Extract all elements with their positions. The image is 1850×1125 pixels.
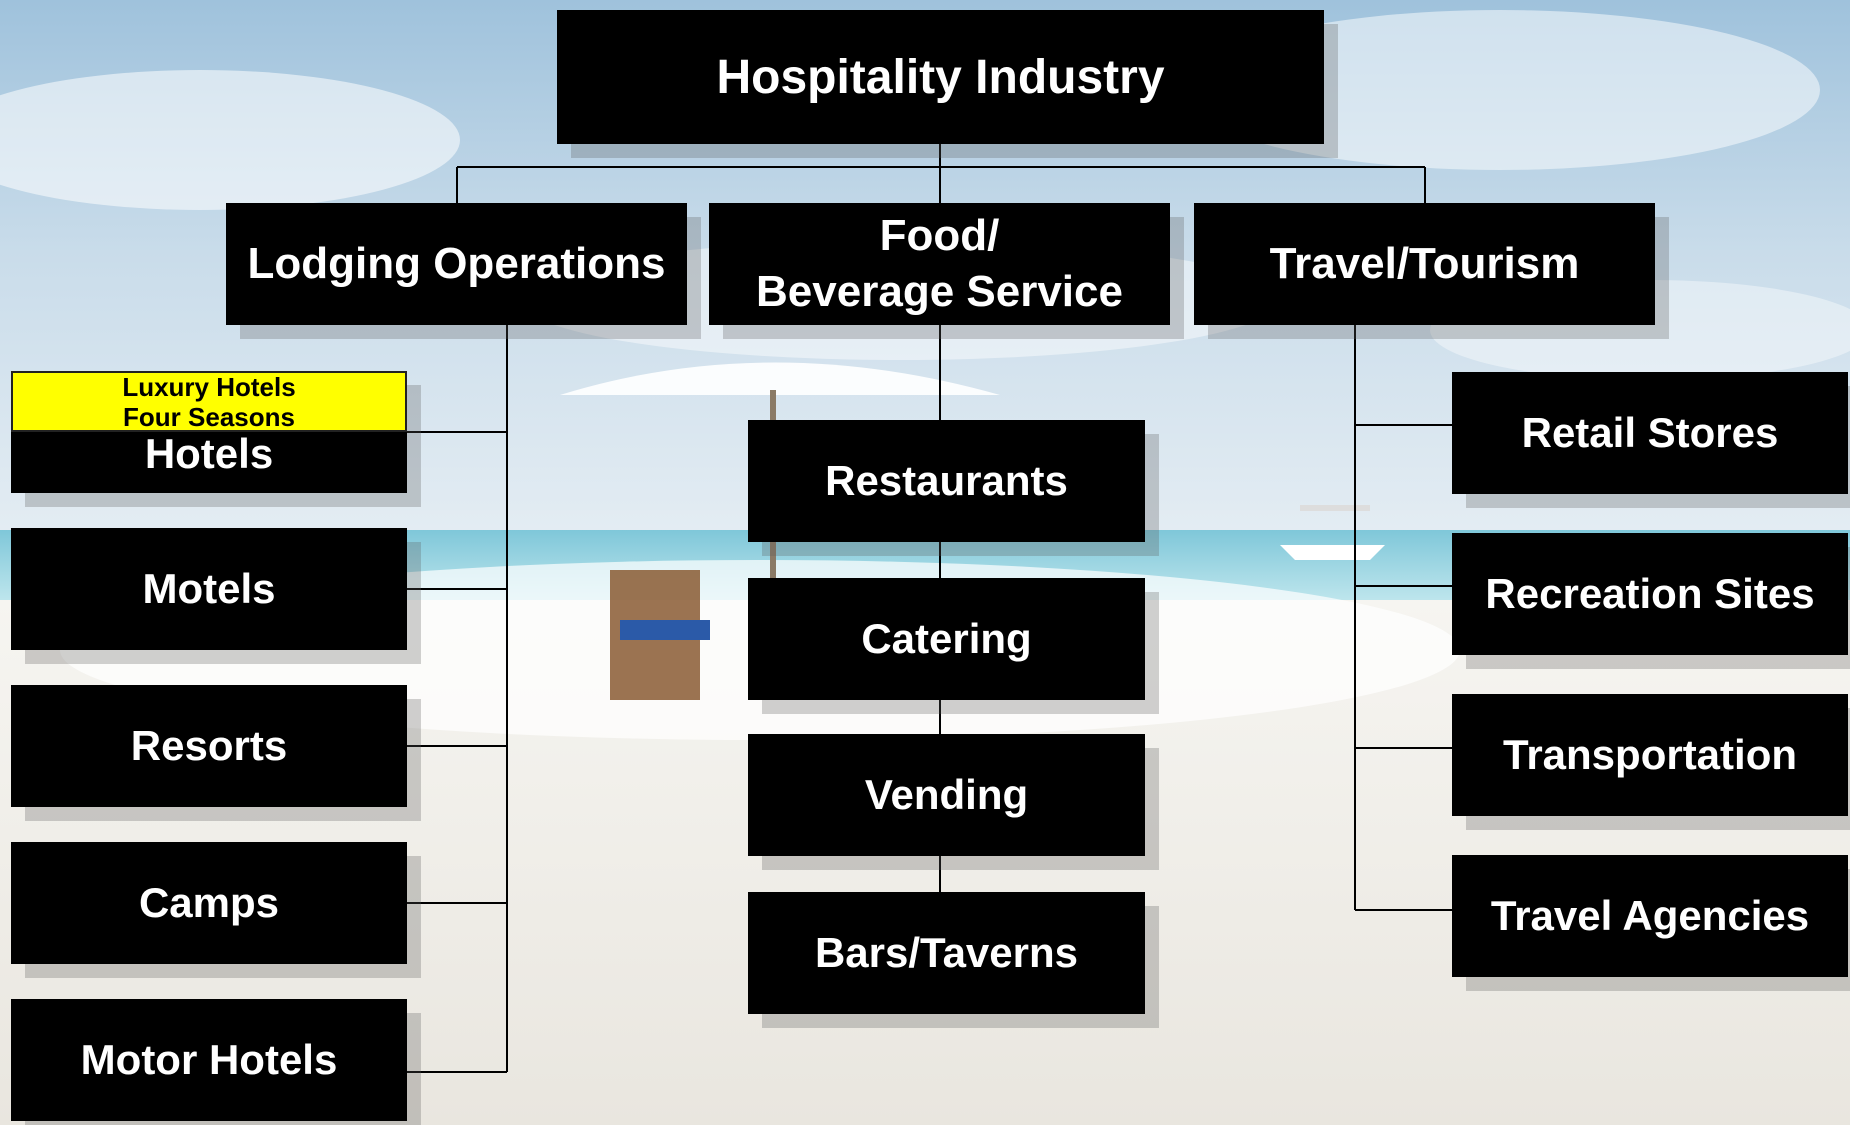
food-label-restaurants: Restaurants <box>825 457 1068 504</box>
travel-node-retail-stores: Retail Stores <box>1452 372 1848 494</box>
food-node-bars-taverns: Bars/Taverns <box>748 892 1145 1014</box>
category-travel-tourism: Travel/Tourism <box>1194 203 1655 325</box>
category-lodging-label: Lodging Operations <box>247 239 666 288</box>
category-food-beverage: Food/ Beverage Service <box>709 203 1170 325</box>
lodging-node-motor-hotels: Motor Hotels <box>11 999 407 1121</box>
category-food-label-line2: Beverage Service <box>756 267 1123 316</box>
lodging-node-camps: Camps <box>11 842 407 964</box>
travel-node-recreation-sites: Recreation Sites <box>1452 533 1848 655</box>
food-label-vending: Vending <box>864 771 1029 818</box>
root-label: Hospitality Industry <box>716 50 1165 104</box>
lodging-label-resorts: Resorts <box>130 722 288 769</box>
travel-label-recreation-sites: Recreation Sites <box>1485 570 1815 617</box>
category-travel-label: Travel/Tourism <box>1269 239 1580 288</box>
food-node-restaurants: Restaurants <box>748 420 1145 542</box>
lodging-label-motels: Motels <box>142 565 276 612</box>
root-node: Hospitality Industry <box>557 10 1324 144</box>
callout-line1: Luxury Hotels <box>122 371 296 402</box>
category-food-label-line1: Food/ <box>879 211 1000 260</box>
food-label-bars-taverns: Bars/Taverns <box>814 929 1079 976</box>
lodging-label-camps: Camps <box>138 879 280 926</box>
category-lodging: Lodging Operations <box>226 203 687 325</box>
food-node-vending: Vending <box>748 734 1145 856</box>
travel-label-travel-agencies: Travel Agencies <box>1490 892 1810 939</box>
lodging-node-motels: Motels <box>11 528 407 650</box>
food-node-catering: Catering <box>748 578 1145 700</box>
travel-node-transportation: Transportation <box>1452 694 1848 816</box>
lodging-label-hotels: Hotels <box>144 430 274 477</box>
lodging-node-resorts: Resorts <box>11 685 407 807</box>
lodging-label-motor-hotels: Motor Hotels <box>80 1036 338 1083</box>
food-label-catering: Catering <box>861 615 1032 662</box>
callout-line2: Four Seasons <box>123 401 295 432</box>
travel-label-transportation: Transportation <box>1502 731 1798 778</box>
travel-label-retail-stores: Retail Stores <box>1521 409 1779 456</box>
travel-node-travel-agencies: Travel Agencies <box>1452 855 1848 977</box>
luxury-hotels-callout: Luxury Hotels Four Seasons <box>11 371 407 432</box>
